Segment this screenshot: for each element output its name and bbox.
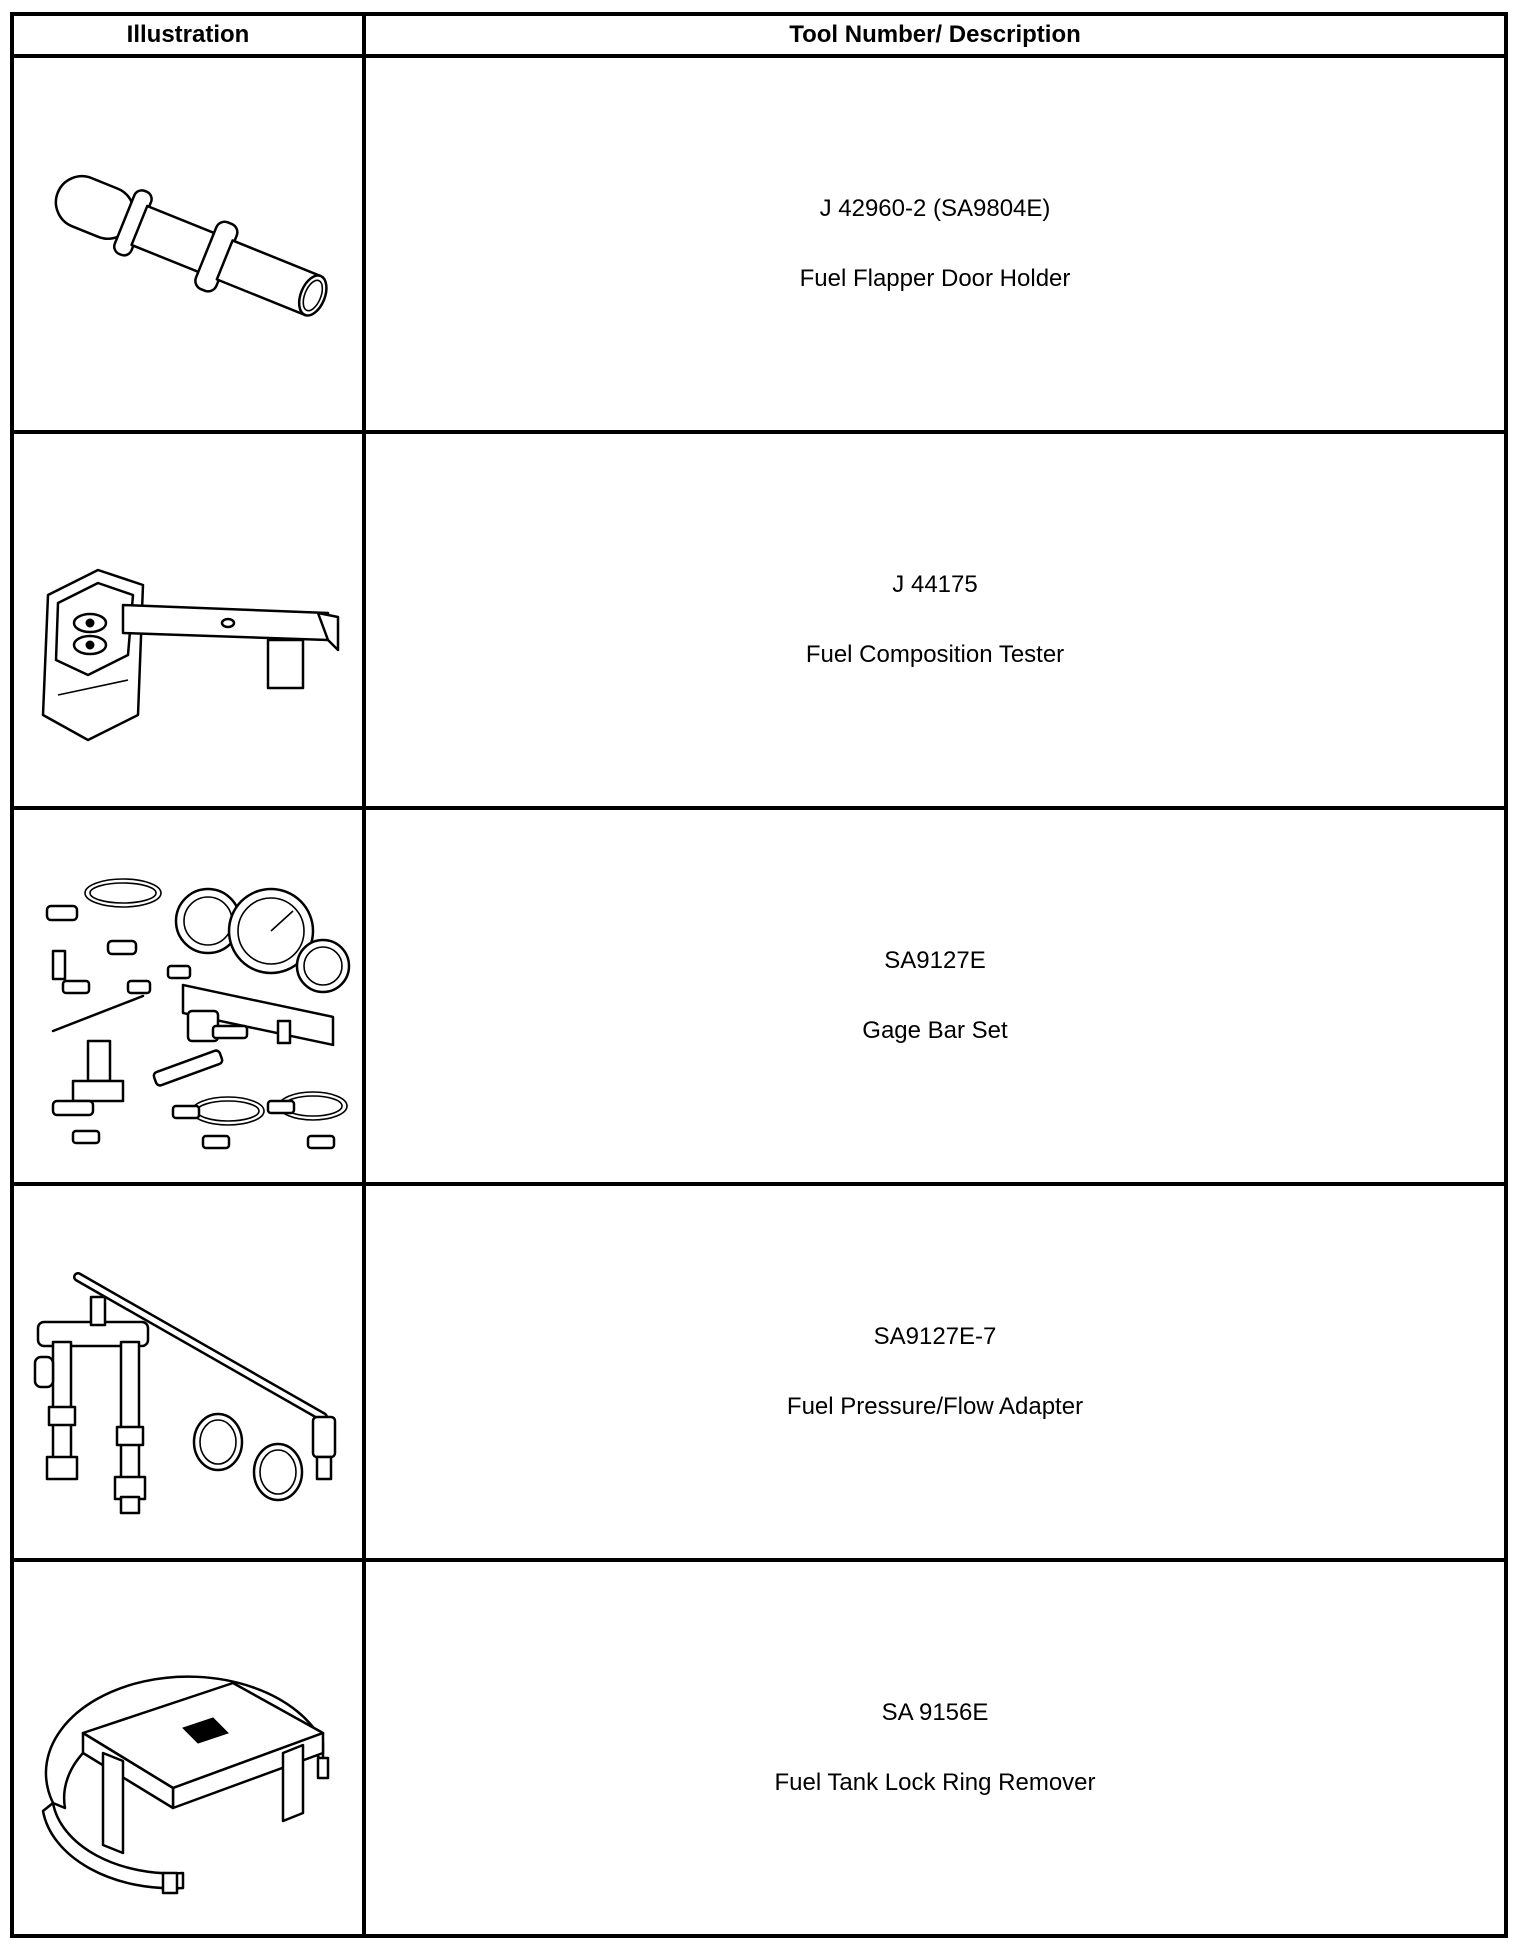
- tool-description: Gage Bar Set: [862, 1017, 1008, 1044]
- pressure-flow-adapter-illustration: [33, 1272, 337, 1515]
- table-row: SA9127E Gage Bar Set: [10, 806, 1508, 1186]
- tool-column-header: Tool Number/ Description: [362, 12, 1508, 58]
- table-row: SA 9156E Fuel Tank Lock Ring Remover: [10, 1558, 1508, 1938]
- tool-description: Fuel Composition Tester: [805, 641, 1065, 668]
- illustration-cell: [10, 1182, 366, 1562]
- gage-bar-set-illustration: [45, 878, 351, 1150]
- tool-description: Fuel Tank Lock Ring Remover: [774, 1769, 1096, 1796]
- description-cell: SA9127E-7 Fuel Pressure/Flow Adapter: [362, 1182, 1508, 1562]
- tool-number: SA9127E: [884, 947, 986, 974]
- description-cell: J 42960-2 (SA9804E) Fuel Flapper Door Ho…: [362, 54, 1508, 434]
- description-cell: J 44175 Fuel Composition Tester: [362, 430, 1508, 810]
- illustration-cell: [10, 806, 366, 1186]
- illustration-cell: [10, 1558, 366, 1938]
- description-cell: SA 9156E Fuel Tank Lock Ring Remover: [362, 1558, 1508, 1938]
- tool-number: J 44175: [892, 571, 978, 598]
- table-row: J 44175 Fuel Composition Tester: [10, 430, 1508, 810]
- composition-tester-illustration: [41, 568, 340, 742]
- table-header-row: Illustration Tool Number/ Description: [10, 12, 1508, 58]
- tool-description: Fuel Flapper Door Holder: [799, 265, 1071, 292]
- tool-number: J 42960-2 (SA9804E): [819, 195, 1051, 222]
- tool-description: Fuel Pressure/Flow Adapter: [786, 1393, 1084, 1420]
- flapper-door-holder-illustration: [54, 174, 328, 317]
- special-tools-table: Illustration Tool Number/ Description: [10, 12, 1508, 1938]
- illustration-column-header: Illustration: [10, 12, 366, 58]
- table-row: SA9127E-7 Fuel Pressure/Flow Adapter: [10, 1182, 1508, 1562]
- tool-table-sheet: Illustration Tool Number/ Description: [10, 12, 1508, 1938]
- tool-number: SA 9156E: [881, 1699, 989, 1726]
- illustration-cell: [10, 54, 366, 434]
- lock-ring-remover-illustration: [41, 1675, 330, 1895]
- tool-number: SA9127E-7: [873, 1323, 997, 1350]
- table-row: J 42960-2 (SA9804E) Fuel Flapper Door Ho…: [10, 54, 1508, 434]
- illustration-cell: [10, 430, 366, 810]
- description-cell: SA9127E Gage Bar Set: [362, 806, 1508, 1186]
